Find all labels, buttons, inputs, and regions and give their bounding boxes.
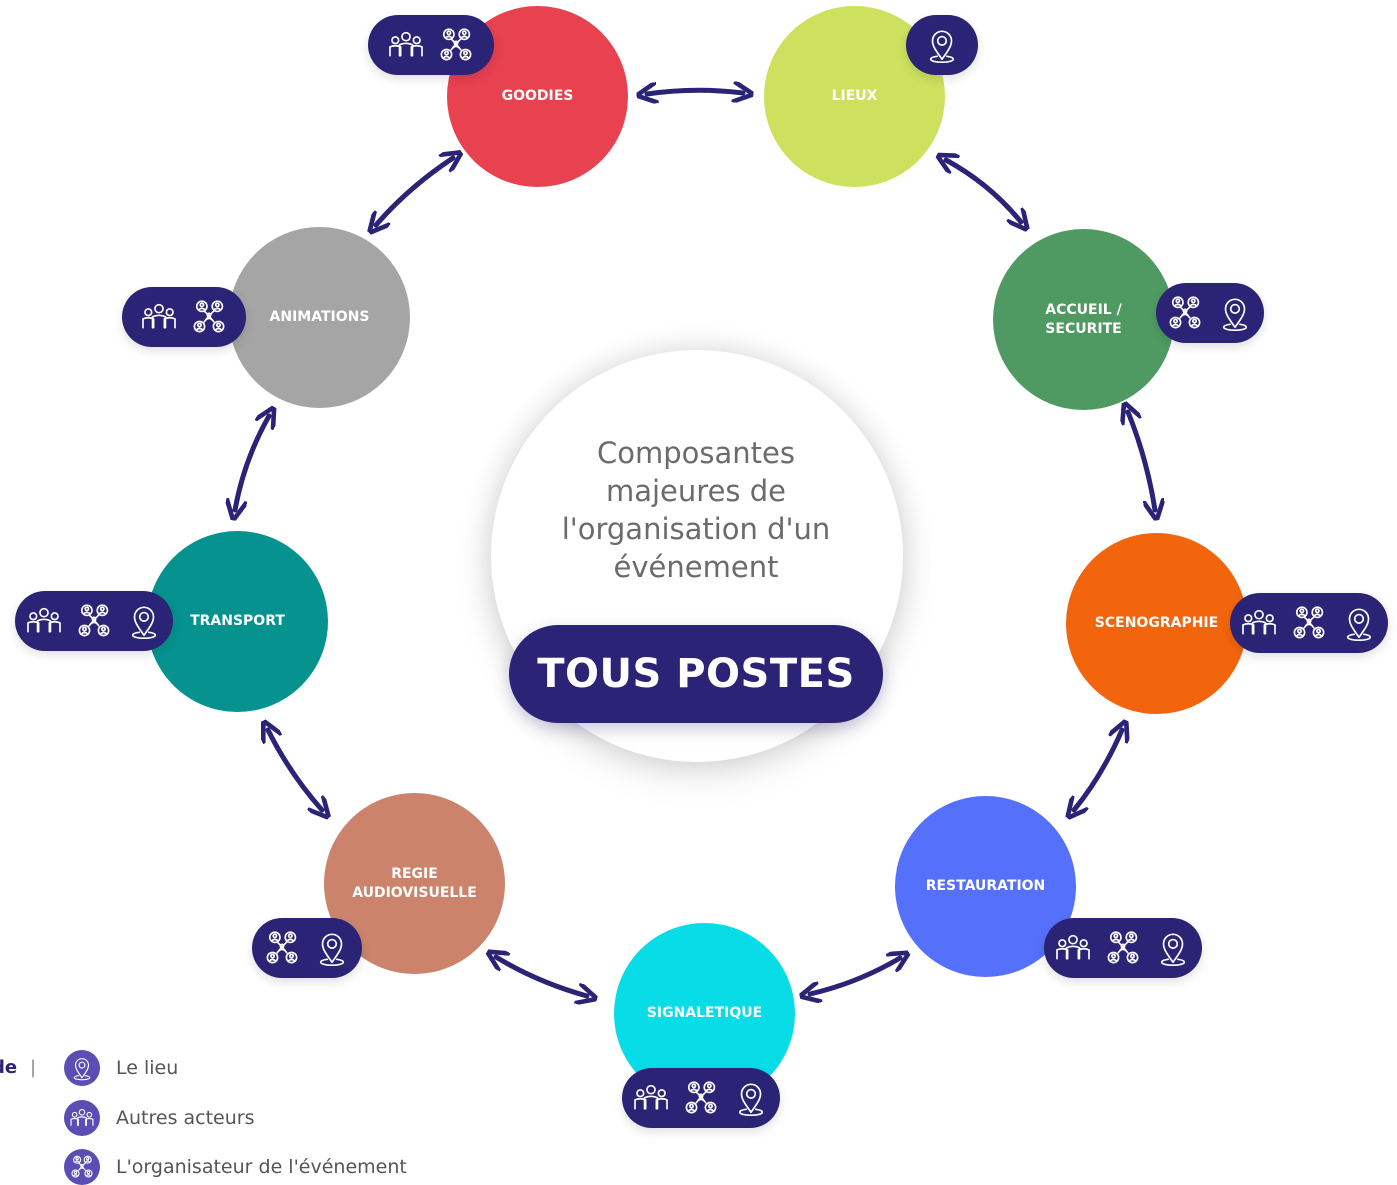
node-transport[interactable]: TRANSPORT (147, 531, 328, 712)
node-animations[interactable]: ANIMATIONS (229, 227, 410, 408)
autres-acteurs-icon (142, 303, 176, 329)
legend-separator: | (30, 1057, 37, 1078)
node-accueil[interactable]: ACCUEIL / SECURITE (993, 229, 1174, 410)
organisateur-icon (78, 604, 110, 637)
node-label-animations: ANIMATIONS (269, 309, 370, 325)
lieu-icon (1346, 608, 1372, 642)
arrow-animations-goodies (376, 158, 453, 225)
organisateur-icon (71, 1155, 93, 1178)
pill-accueil (1156, 283, 1264, 343)
legend-item-autres-acteurs: Autres acteurs (64, 1100, 255, 1136)
lieu-icon (929, 30, 955, 64)
autres-acteurs-icon (634, 1084, 668, 1110)
autres-acteurs-icon (27, 607, 61, 633)
legend-title-fragment: de (0, 1057, 18, 1078)
legend-label: Le lieu (116, 1057, 179, 1079)
node-label-scenographie: SCENOGRAPHIE (1094, 615, 1219, 631)
node-scenographie[interactable]: SCENOGRAPHIE (1066, 533, 1247, 714)
pill-transport (15, 591, 173, 651)
organisateur-icon (1293, 606, 1325, 639)
organisateur-icon (266, 931, 298, 964)
arrow-regie-transport (268, 730, 322, 810)
arrow-signaletique-regie (496, 957, 587, 996)
organisateur-icon (193, 300, 225, 333)
lieu-icon (319, 933, 345, 967)
pill-restauration (1044, 918, 1202, 978)
lieu-icon (738, 1083, 764, 1117)
legend-item-lieu: Le lieu (64, 1050, 178, 1086)
legend-label: Autres acteurs (116, 1107, 255, 1129)
tous-postes-button[interactable]: TOUS POSTES (509, 625, 883, 723)
organisateur-icon (1169, 296, 1201, 329)
organisateur-icon (64, 1149, 100, 1185)
arrow-goodies-lieux (647, 90, 743, 94)
autres-acteurs-icon (64, 1100, 100, 1136)
legend-label: L'organisateur de l'événement (116, 1156, 407, 1178)
autres-acteurs-icon (1242, 609, 1276, 635)
pill-scenographie (1230, 593, 1388, 653)
pill-goodies (368, 15, 494, 75)
pill-animations (122, 287, 246, 347)
pill-lieux (906, 15, 978, 75)
node-label-lieux: LIEUX (831, 88, 878, 104)
pill-regie (252, 918, 362, 978)
organisateur-icon (440, 28, 472, 61)
node-label-regie: REGIE AUDIOVISUELLE (352, 865, 477, 901)
lieu-icon (1222, 298, 1248, 332)
node-label-goodies: GOODIES (501, 88, 574, 104)
arrow-lieux-accueil (946, 160, 1021, 222)
arrow-scenographie-restauration (1074, 730, 1122, 810)
lieu-icon (73, 1058, 91, 1081)
lieu-icon (131, 606, 157, 640)
node-label-signaletique: SIGNALETIQUE (646, 1005, 763, 1021)
lieu-icon (64, 1050, 100, 1086)
organisateur-icon (1107, 931, 1139, 964)
lieu-icon (1160, 933, 1186, 967)
center-description: Composantes majeures de l'organisation d… (561, 436, 831, 584)
autres-acteurs-icon (70, 1108, 94, 1126)
autres-acteurs-icon (1056, 934, 1090, 960)
arrow-restauration-signaletique (810, 958, 900, 994)
node-label-restauration: RESTAURATION (925, 878, 1046, 894)
arrow-transport-animations (235, 416, 269, 510)
arrow-accueil-scenographie (1128, 412, 1155, 510)
pill-signaletique (622, 1068, 780, 1128)
node-label-transport: TRANSPORT (190, 613, 285, 629)
organisateur-icon (685, 1081, 717, 1114)
legend-item-organisateur: L'organisateur de l'événement (64, 1149, 407, 1185)
node-label-accueil: ACCUEIL / SECURITE (1045, 301, 1122, 337)
autres-acteurs-icon (389, 31, 423, 57)
